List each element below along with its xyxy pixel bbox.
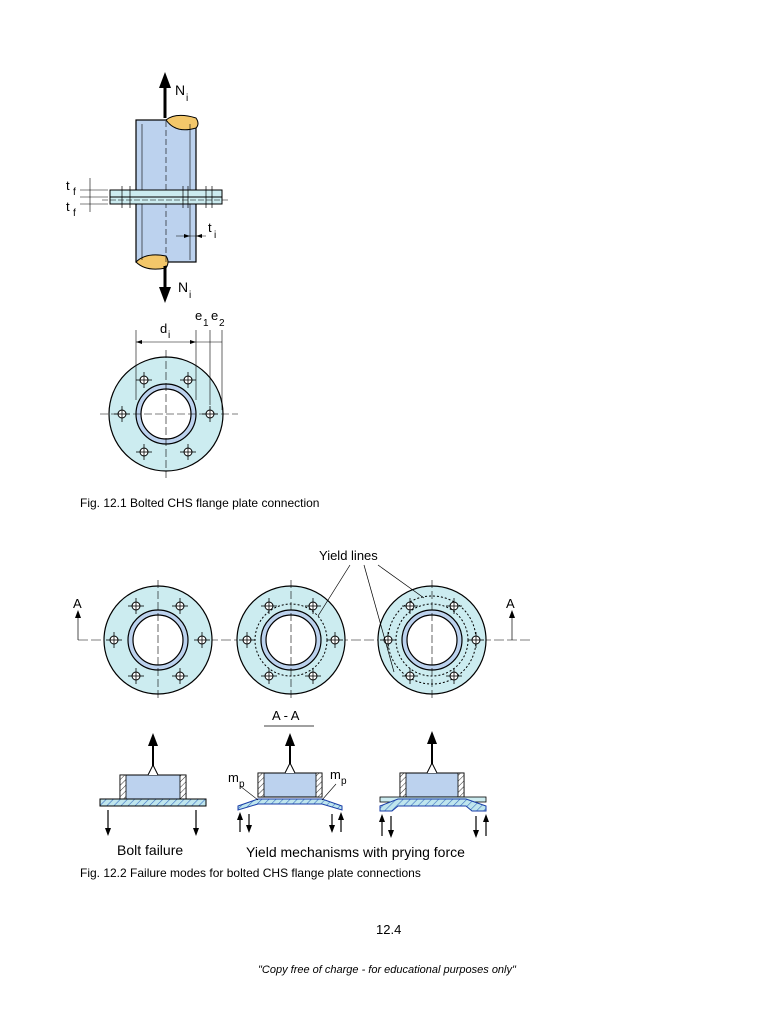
fig1-caption: Fig. 12.1 Bolted CHS flange plate connec… [80,496,320,510]
fig2-sections: A - A m p m p [99,708,489,860]
section-title: A - A [272,708,300,723]
label-mp-right: m [330,767,341,782]
page-number: 12.4 [376,922,402,937]
label-yield-mechanisms: Yield mechanisms with prying force [246,844,465,860]
fig2-caption: Fig. 12.2 Failure modes for bolted CHS f… [80,866,421,880]
label-N-bottom: N [178,279,188,295]
label-bolt-failure: Bolt failure [117,842,183,858]
fig1-elevation: N i t f t f t i [66,72,230,303]
section-mark-left: A [73,596,82,611]
label-d-sub: i [168,330,170,341]
label-d: d [160,321,167,336]
section-mark-right: A [506,596,515,611]
label-mp-right-sub: p [341,776,347,787]
label-N-top: N [175,82,185,98]
label-tf-bottom-sub: f [73,208,76,219]
fig1-plan: d i e 1 e 2 [100,308,238,478]
fig2-plans: A A Yield lines [73,548,530,700]
label-ti: t [208,220,212,235]
label-e1-sub: 1 [203,318,209,329]
label-e2-sub: 2 [219,318,225,329]
label-N-bottom-sub: i [189,290,191,301]
label-mp-left-sub: p [239,779,245,790]
label-e2: e [211,308,218,323]
label-yield-lines: Yield lines [319,548,378,563]
label-ti-sub: i [214,230,216,241]
label-mp-left: m [228,770,239,785]
footer-note: "Copy free of charge - for educational p… [258,964,516,976]
label-tf-bottom: t [66,199,70,214]
label-e1: e [195,308,202,323]
label-tf-top: t [66,178,70,193]
label-N-top-sub: i [186,93,188,104]
label-tf-top-sub: f [73,187,76,198]
